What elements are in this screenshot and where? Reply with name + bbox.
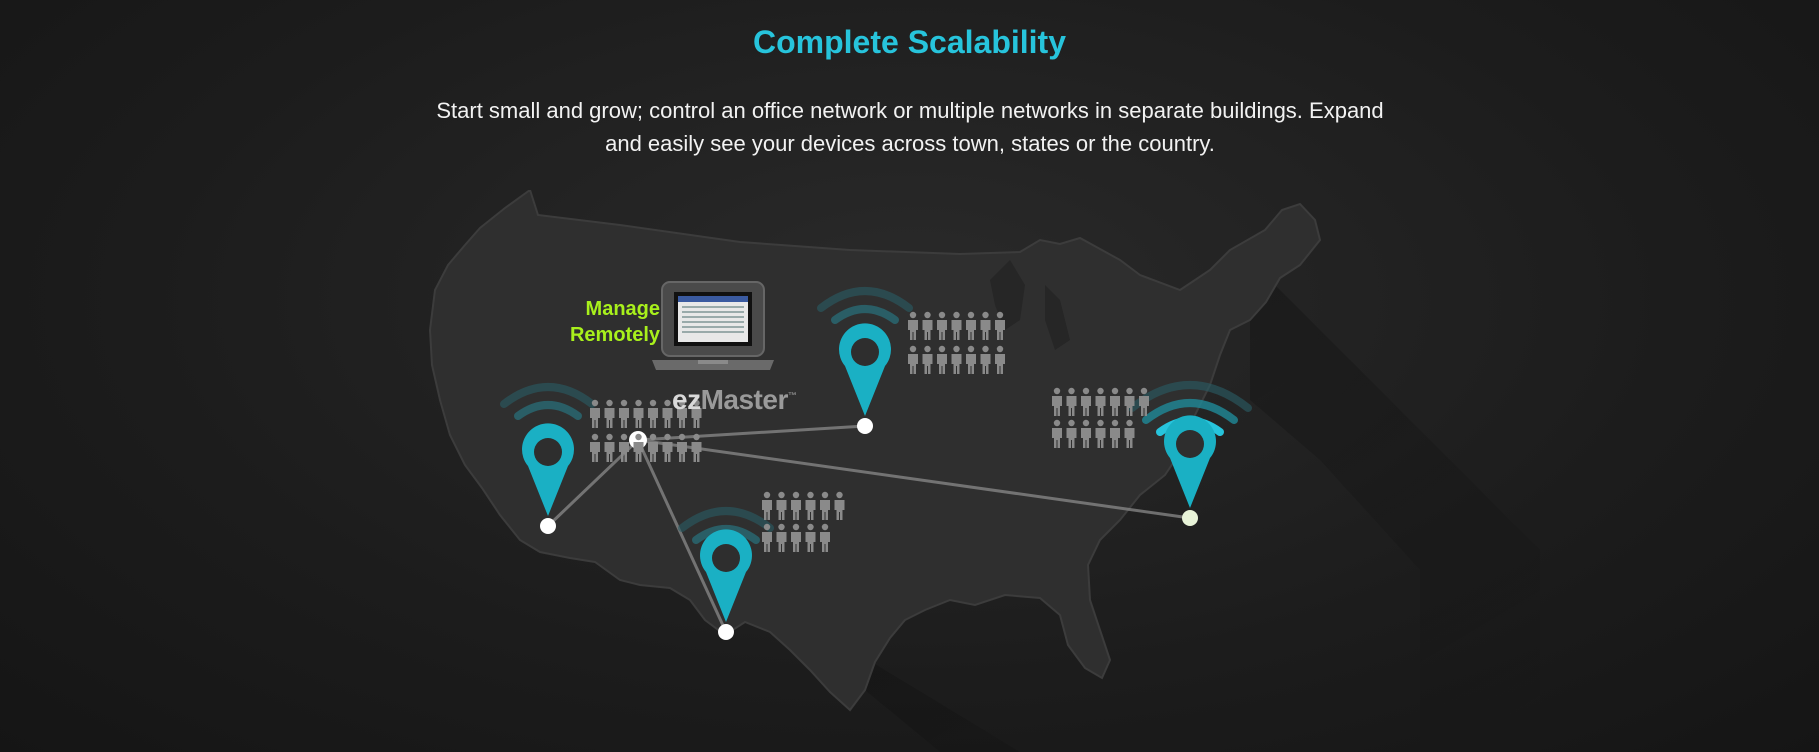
person-icon bbox=[1124, 387, 1135, 416]
person-icon bbox=[1124, 419, 1135, 448]
page-subtitle: Start small and grow; control an office … bbox=[436, 98, 1384, 156]
person-icon bbox=[951, 345, 962, 374]
person-icon bbox=[604, 399, 615, 428]
wifi-icon bbox=[500, 383, 596, 420]
person-icon bbox=[1095, 387, 1106, 416]
person-icon bbox=[966, 345, 976, 374]
person-icon bbox=[995, 311, 1005, 340]
person-icon bbox=[922, 345, 933, 374]
person-icon bbox=[805, 491, 816, 520]
map-shadow bbox=[720, 260, 1540, 752]
person-icon bbox=[677, 399, 687, 428]
person-icon bbox=[922, 311, 933, 340]
person-icon bbox=[1081, 387, 1091, 416]
person-icon bbox=[677, 433, 687, 462]
person-icon bbox=[937, 345, 947, 374]
person-icon bbox=[604, 433, 615, 462]
person-icon bbox=[1066, 387, 1077, 416]
network-connections bbox=[546, 424, 1191, 633]
person-icon bbox=[951, 311, 962, 340]
person-icon bbox=[1052, 387, 1062, 416]
person-icon bbox=[633, 433, 644, 462]
link-hub-east bbox=[637, 438, 1191, 520]
pin-south bbox=[678, 507, 774, 640]
person-icon bbox=[762, 523, 772, 552]
person-icon bbox=[995, 345, 1005, 374]
page-title: Complete Scalability bbox=[753, 24, 1066, 60]
location-pin-icon bbox=[839, 323, 891, 416]
person-icon bbox=[619, 433, 629, 462]
person-icon bbox=[691, 399, 702, 428]
person-icon bbox=[1095, 419, 1106, 448]
manage-label-line1: Manage bbox=[585, 298, 660, 320]
person-icon bbox=[590, 433, 600, 462]
person-icon bbox=[1052, 419, 1062, 448]
laptop-icon bbox=[652, 281, 774, 370]
usa-map-outline bbox=[428, 190, 1322, 712]
person-icon bbox=[966, 311, 976, 340]
location-pin-icon bbox=[1164, 415, 1216, 508]
person-icon bbox=[791, 523, 801, 552]
person-icon bbox=[1066, 419, 1077, 448]
person-icon bbox=[908, 345, 918, 374]
manage-label-line2: Remotely bbox=[569, 324, 660, 346]
people-groups bbox=[590, 311, 1149, 552]
person-icon bbox=[980, 311, 991, 340]
location-pin-icon bbox=[522, 423, 574, 516]
person-icon bbox=[648, 433, 658, 462]
person-icon bbox=[820, 491, 830, 520]
brand-suffix: Master bbox=[700, 384, 789, 415]
person-icon bbox=[1081, 419, 1091, 448]
person-icon bbox=[937, 311, 947, 340]
wifi-icon bbox=[817, 287, 913, 324]
person-icon bbox=[834, 491, 845, 520]
brand-trademark: ™ bbox=[787, 390, 797, 401]
link-hub-south bbox=[636, 439, 728, 633]
pin-west bbox=[500, 383, 596, 534]
person-icon bbox=[820, 523, 830, 552]
person-icon bbox=[648, 399, 658, 428]
person-icon bbox=[1110, 387, 1120, 416]
person-icon bbox=[619, 399, 629, 428]
person-icon bbox=[980, 345, 991, 374]
person-icon bbox=[590, 399, 600, 428]
person-icon bbox=[791, 491, 801, 520]
person-icon bbox=[633, 399, 644, 428]
person-icon bbox=[776, 523, 787, 552]
person-icon bbox=[908, 311, 918, 340]
great-lakes bbox=[990, 260, 1070, 350]
pin-east bbox=[1128, 381, 1252, 526]
person-icon bbox=[662, 433, 673, 462]
link-hub-midwest bbox=[637, 424, 866, 442]
location-pin-icon bbox=[700, 529, 752, 622]
ezmaster-logo: ezMaster™ bbox=[672, 384, 797, 416]
wifi-icon bbox=[678, 507, 774, 544]
person-icon bbox=[776, 491, 787, 520]
person-icon bbox=[1110, 419, 1120, 448]
person-icon bbox=[662, 399, 673, 428]
pin-midwest bbox=[817, 287, 913, 434]
manage-remotely-label: Manage Remotely bbox=[540, 296, 660, 348]
person-icon bbox=[762, 491, 772, 520]
person-icon bbox=[691, 433, 702, 462]
brand-prefix: ez bbox=[672, 384, 701, 415]
person-icon bbox=[1139, 387, 1149, 416]
person-icon bbox=[805, 523, 816, 552]
usa-network-map bbox=[428, 190, 1540, 752]
